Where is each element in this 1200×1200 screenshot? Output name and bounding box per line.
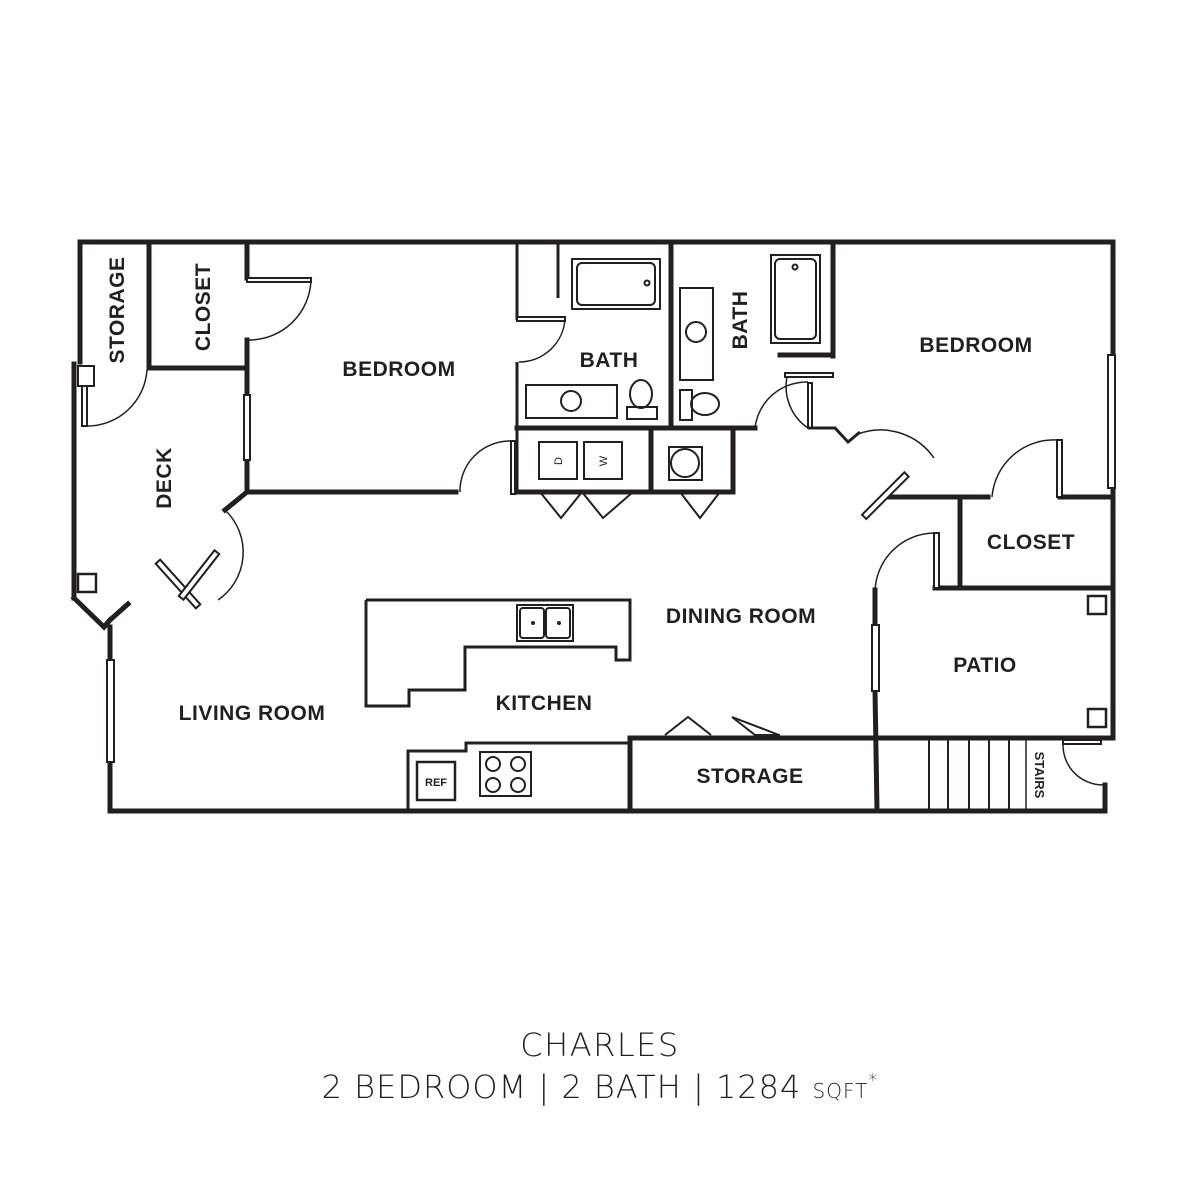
label-dryer: D [553,457,565,465]
label-bath-2: BATH [729,291,752,350]
square-footage: 1284 [715,1068,802,1106]
stairs [928,738,1104,811]
label-deck: DECK [153,447,176,509]
laundry [538,441,721,520]
label-living-room: LIVING ROOM [179,702,326,725]
label-washer: W [598,455,610,466]
patio-walls [627,587,1116,814]
label-refrigerator: REF [425,777,447,789]
label-storage-left: STORAGE [106,257,129,364]
closet-door-left [246,277,312,341]
bath-count: 2 BATH [561,1068,682,1106]
bath-1-walls [514,239,758,495]
laundry-door [510,440,516,495]
label-bath-1: BATH [580,349,639,372]
storage-door [77,365,148,427]
bath-2-door [754,372,834,429]
vanity-1 [525,384,618,419]
floorplan-summary: 2 BEDROOM | 2 BATH | 1284 SQFT* [0,1068,1200,1106]
stove [479,751,532,797]
kitchen-sink [516,604,574,642]
window-patio [871,624,880,692]
vanity-2 [679,287,714,381]
label-closet-left: CLOSET [192,263,215,351]
toilet-2 [679,389,720,421]
bath-1-door [516,316,566,363]
label-patio: PATIO [953,654,1017,677]
bedroom-right-door [857,429,935,521]
window-bedroom-right [1107,354,1116,489]
bathtub-1 [571,258,661,310]
exterior-walls [70,239,1116,814]
kitchen-island [364,598,632,708]
deck-post [76,572,98,594]
bathtub-2 [770,254,821,344]
label-kitchen: KITCHEN [496,692,593,715]
label-stairs: STAIRS [1032,752,1047,799]
floorplan-name: CHARLES [520,1026,680,1064]
bath-2-walls [777,239,836,359]
right-bedroom-walls [808,426,1116,591]
separator: | [692,1068,705,1106]
refrigerator [415,760,457,802]
window-deck-bedroom [243,394,251,461]
deck-door [106,509,244,624]
toilet-1 [626,379,658,420]
patio-door [874,532,940,593]
label-bedroom-right: BEDROOM [919,334,1032,357]
label-closet-right: CLOSET [987,531,1075,554]
window-living-left [106,659,115,763]
closet-door-right [991,439,1063,498]
area-unit: SQFT [812,1079,869,1103]
patio-post-bottom [1086,707,1108,729]
kitchen-counter [406,735,633,814]
bedroom-count: 2 BEDROOM [321,1068,528,1106]
patio-post-top [1086,594,1108,616]
label-bedroom-left: BEDROOM [342,358,455,381]
separator: | [538,1068,551,1106]
label-dining-room: DINING ROOM [666,605,816,628]
storage-bifold-doors [664,715,780,736]
footnote-mark: * [868,1070,879,1091]
label-storage-bottom: STORAGE [697,765,804,788]
